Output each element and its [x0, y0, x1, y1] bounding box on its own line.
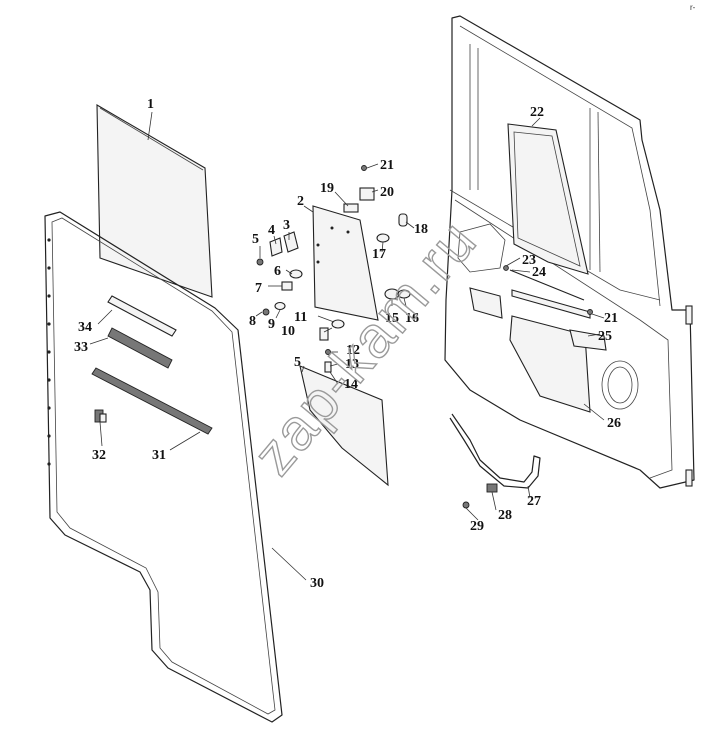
callout-27: 27 — [527, 494, 541, 509]
callout-17: 17 — [372, 247, 386, 262]
callout-5-lower: 5 — [294, 355, 301, 370]
callout-11: 11 — [294, 310, 307, 325]
callout-5: 5 — [252, 232, 259, 247]
callout-2: 2 — [297, 194, 304, 209]
callout-3: 3 — [283, 218, 290, 233]
callout-31: 31 — [152, 448, 166, 463]
callout-14: 14 — [344, 377, 358, 392]
panel-clip-holes — [47, 238, 51, 466]
callout-6: 6 — [274, 264, 281, 279]
handle-bracket — [469, 287, 591, 319]
door-lock-unit — [509, 309, 607, 413]
leader-lines — [89, 111, 605, 581]
rod-clips — [462, 483, 498, 509]
door-glass — [96, 104, 213, 298]
callout-4: 4 — [268, 223, 275, 238]
callout-30: 30 — [310, 576, 324, 591]
callout-8: 8 — [249, 314, 256, 329]
middle-glass-seal-strip — [107, 327, 173, 369]
callout-18: 18 — [414, 222, 428, 237]
door-frame — [444, 15, 695, 489]
callout-labels: 1 2 3 4 5 6 7 8 9 10 11 12 13 14 15 16 1… — [74, 97, 621, 591]
door-latch-small — [94, 409, 107, 423]
callout-26: 26 — [607, 416, 621, 431]
callout-21-top: 21 — [380, 158, 394, 173]
callout-28: 28 — [498, 508, 512, 523]
callout-22: 22 — [530, 105, 544, 120]
callout-12: 12 — [346, 343, 360, 358]
upper-glass-seal-strip — [107, 295, 177, 337]
callout-24: 24 — [532, 265, 546, 280]
corner-mark: r- — [690, 3, 696, 12]
callout-25: 25 — [598, 329, 612, 344]
callout-33: 33 — [74, 340, 88, 355]
callout-21-right: 21 — [604, 311, 618, 326]
callout-16: 16 — [405, 311, 419, 326]
lower-glass-seal-strip — [91, 367, 213, 435]
callout-13: 13 — [345, 357, 359, 372]
callout-29: 29 — [470, 519, 484, 534]
callout-10: 10 — [281, 324, 295, 339]
callout-9: 9 — [268, 317, 275, 332]
callout-34: 34 — [78, 320, 92, 335]
lock-mounting-plate — [312, 205, 379, 321]
callout-1: 1 — [147, 97, 154, 112]
hardware-parts — [256, 165, 411, 373]
callout-32: 32 — [92, 448, 106, 463]
window-regulator-panel — [299, 365, 389, 487]
callout-19: 19 — [320, 181, 334, 196]
callout-15: 15 — [385, 311, 399, 326]
callout-7: 7 — [255, 281, 262, 296]
vent-window-frame — [507, 123, 589, 275]
callout-20: 20 — [380, 185, 394, 200]
callout-23: 23 — [522, 253, 536, 268]
lock-rod — [449, 413, 541, 489]
door-trim-panel — [44, 211, 283, 723]
